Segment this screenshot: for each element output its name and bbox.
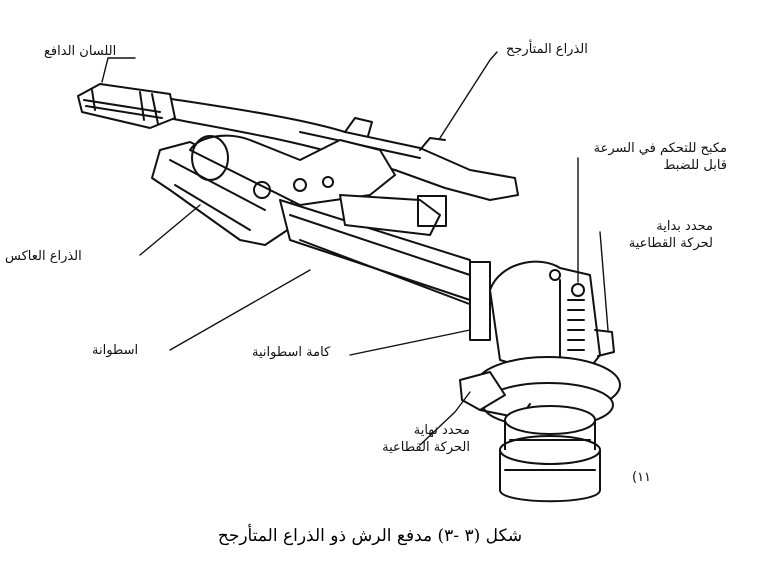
page-number: (١١ bbox=[632, 470, 652, 485]
label-start-limiter: محدد بداية لحركة القطاعية bbox=[588, 218, 713, 252]
label-speed-brake: مكبح للتحكم في السرعة قابل للضبط bbox=[527, 140, 727, 174]
riser-elbow-part bbox=[469, 260, 615, 373]
leader-lines bbox=[101, 51, 609, 446]
base-part bbox=[459, 356, 621, 503]
figure-caption: شكل (٣ -٣) مدفع الرش ذو الذراع المتأرجح bbox=[217, 526, 523, 546]
label-reverse-arm: الذراع العاكس bbox=[5, 249, 82, 264]
label-speed-brake-line2: قابل للضبط bbox=[663, 158, 727, 173]
label-flap-tongue: اللسان الدافع bbox=[44, 44, 117, 59]
label-end-limiter-line1: محدد نهاية bbox=[413, 423, 470, 438]
label-speed-brake-line1: مكبح للتحكم في السرعة bbox=[593, 141, 727, 156]
label-end-limiter-line2: الحركة القطاعية bbox=[382, 440, 470, 455]
label-start-limiter-line2: لحركة القطاعية bbox=[628, 236, 713, 251]
label-start-limiter-line1: محدد بداية bbox=[656, 219, 713, 234]
label-cylinder: اسطوانة bbox=[92, 343, 139, 358]
label-swinging-arm: الذراع المتأرجح bbox=[506, 42, 588, 57]
flap-tongue-part bbox=[77, 83, 176, 129]
cylinder-body-part bbox=[189, 134, 481, 309]
label-cylinder-piston: كامة اسطوانية bbox=[252, 345, 331, 360]
label-end-limiter: محدد نهاية الحركة القطاعية bbox=[360, 422, 470, 456]
